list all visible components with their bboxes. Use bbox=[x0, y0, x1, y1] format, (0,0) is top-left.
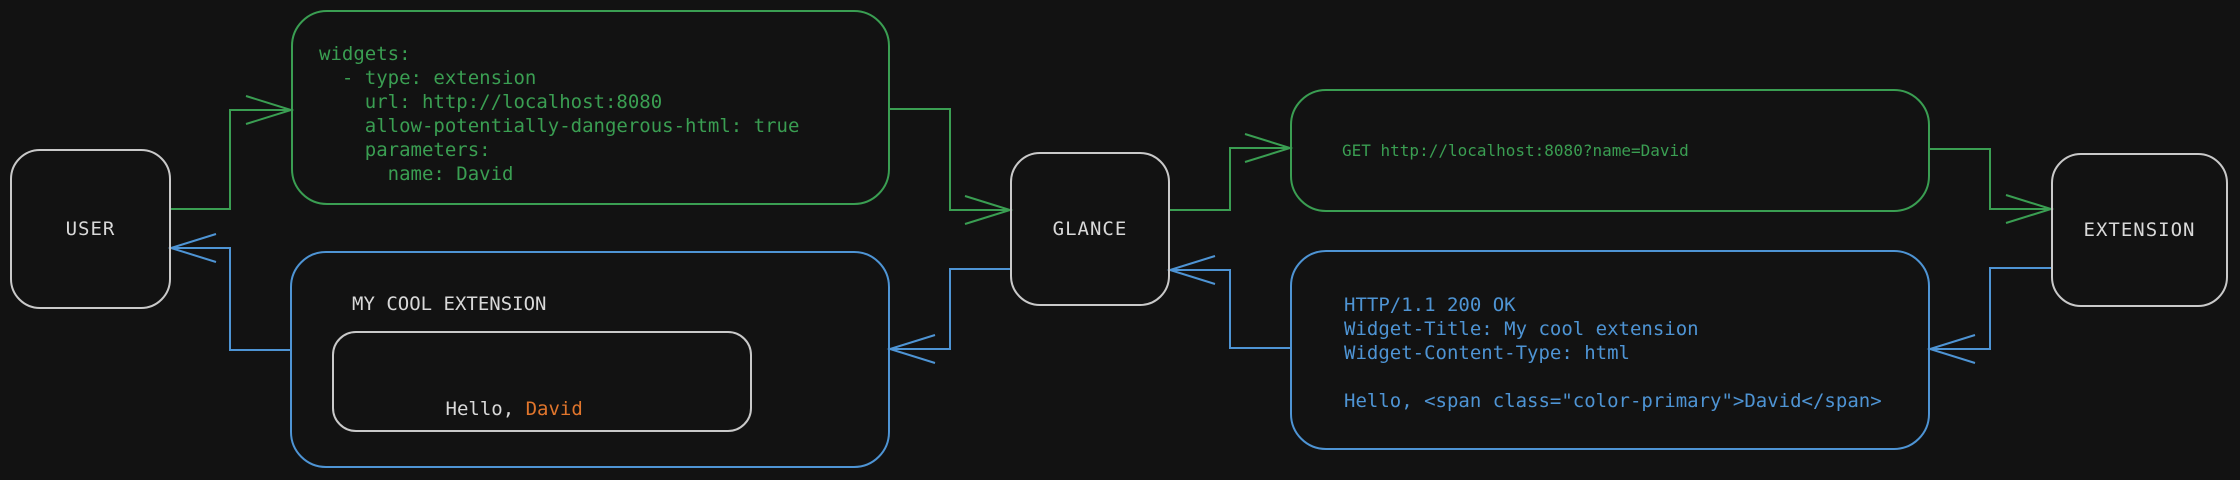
widget-preview-box: MY COOL EXTENSION Hello, David bbox=[290, 251, 890, 468]
arrow-extension-to-response bbox=[1926, 267, 2051, 364]
arrow-response-to-glance bbox=[1166, 255, 1290, 349]
arrow-glance-to-widget bbox=[886, 268, 1010, 364]
widget-title: MY COOL EXTENSION bbox=[352, 293, 547, 315]
arrow-widget-to-user bbox=[167, 233, 290, 351]
yaml-line: name: David bbox=[319, 163, 514, 185]
response-line bbox=[1344, 365, 1882, 389]
http-response-box: HTTP/1.1 200 OK Widget-Title: My cool ex… bbox=[1290, 250, 1930, 450]
yaml-line: - type: extension bbox=[319, 67, 537, 89]
response-line: Widget-Content-Type: html bbox=[1344, 342, 1630, 364]
widget-inner-box: Hello, David bbox=[332, 331, 752, 432]
user-node: USER bbox=[10, 149, 171, 309]
get-request-box: GET http://localhost:8080?name=David bbox=[1290, 89, 1930, 212]
get-request-line: GET http://localhost:8080?name=David bbox=[1342, 140, 1689, 160]
config-yaml-box: widgets: - type: extension url: http://l… bbox=[291, 10, 890, 205]
arrow-request-to-extension bbox=[1930, 148, 2055, 224]
arrow-config-to-glance bbox=[890, 108, 1014, 225]
config-yaml-code: widgets: - type: extension url: http://l… bbox=[319, 42, 799, 186]
response-line: HTTP/1.1 200 OK bbox=[1344, 294, 1516, 316]
http-response-code: HTTP/1.1 200 OK Widget-Title: My cool ex… bbox=[1344, 293, 1882, 413]
glance-node-label: GLANCE bbox=[1052, 218, 1128, 240]
yaml-line: allow-potentially-dangerous-html: true bbox=[319, 115, 800, 137]
greeting-prefix: Hello, bbox=[445, 398, 526, 420]
user-node-label: USER bbox=[65, 218, 116, 240]
extension-node: EXTENSION bbox=[2051, 153, 2228, 307]
arrow-user-to-config bbox=[171, 95, 295, 210]
response-line: Hello, <span class="color-primary">David… bbox=[1344, 390, 1882, 412]
glance-node: GLANCE bbox=[1010, 152, 1170, 306]
widget-greeting: Hello, David bbox=[354, 373, 583, 420]
extension-node-label: EXTENSION bbox=[2083, 219, 2196, 241]
greeting-name: David bbox=[525, 398, 583, 420]
yaml-line: parameters: bbox=[319, 139, 491, 161]
response-line: Widget-Title: My cool extension bbox=[1344, 318, 1699, 340]
yaml-line: widgets: bbox=[319, 43, 411, 65]
yaml-line: url: http://localhost:8080 bbox=[319, 91, 663, 113]
arrow-glance-to-request bbox=[1170, 133, 1294, 211]
